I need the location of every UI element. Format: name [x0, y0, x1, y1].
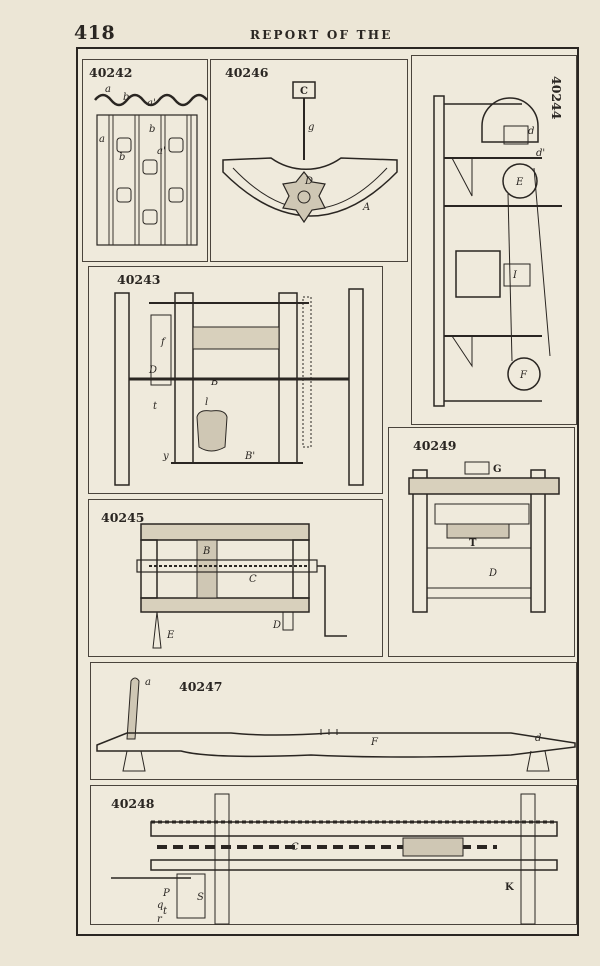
rack-carriage-drawing: C P q S t r K	[111, 793, 558, 925]
letter-f: f	[160, 337, 167, 348]
letter-E: E	[515, 177, 524, 188]
letter-D: D	[304, 176, 313, 187]
letter-C: C	[291, 842, 299, 853]
letter-a: a	[99, 134, 105, 145]
press-machine-drawing: f D B t l y B'	[114, 288, 364, 486]
figure-40247: 40247 a F d	[90, 662, 577, 780]
letter-q: q	[157, 900, 163, 911]
letter-P: P	[162, 888, 170, 899]
figure-40242: 40242 a b a' a b a' b	[82, 59, 208, 262]
letter-d: d	[535, 733, 541, 744]
letter-t: t	[163, 906, 168, 917]
letter-B: B	[210, 377, 218, 388]
screw-clamp-drawing: B C E D	[136, 523, 347, 649]
belt-machine-drawing: d d' E I F	[433, 95, 562, 407]
letter-a: a	[145, 677, 151, 688]
letter-b: b	[119, 152, 125, 163]
figure-number: 40245	[101, 510, 145, 525]
letter-K: K	[505, 882, 514, 893]
letter-d-prime: d'	[536, 148, 545, 159]
figure-40245: 40245 B C E D	[88, 499, 383, 657]
letter-B: B	[202, 546, 210, 557]
pendulum-segment-drawing: C g D A	[222, 81, 398, 224]
page-number: 418	[74, 22, 116, 44]
letter-I: I	[512, 270, 518, 281]
letter-r: r	[157, 914, 163, 925]
figure-40246: 40246 C g D A	[210, 59, 408, 262]
letter-D: D	[148, 365, 157, 376]
figure-40248: 40248 C P q S t r K	[90, 785, 577, 925]
letter-A: A	[362, 202, 370, 213]
letter-t: t	[153, 401, 158, 412]
figure-number: 40246	[225, 65, 269, 80]
figure-40244: 40244 d d' E I F	[411, 55, 577, 425]
figure-40243: 40243 f D B t l y B'	[88, 266, 383, 494]
letter-F: F	[370, 737, 379, 748]
page-header: 418 REPORT OF THE	[0, 0, 600, 46]
figure-number: 40249	[413, 438, 457, 453]
frame-assembly-drawing: G T D	[408, 461, 560, 613]
figure-number: 40248	[111, 796, 155, 811]
letter-a-prime: a'	[157, 146, 166, 157]
letter-y: y	[162, 451, 169, 462]
long-beam-drawing: a F d	[96, 677, 576, 772]
letter-S: S	[197, 892, 204, 903]
figure-number: 40243	[117, 272, 161, 287]
illustration-plate: 40242 a b a' a b a' b 40246	[76, 47, 579, 936]
figure-40249: 40249 G T D	[388, 427, 575, 657]
running-head: REPORT OF THE	[250, 28, 393, 42]
letter-B-prime: B'	[244, 451, 255, 462]
letter-C: C	[300, 86, 308, 97]
letter-a: a	[105, 84, 111, 95]
letter-D: D	[272, 620, 281, 631]
letter-G: G	[493, 464, 502, 475]
letter-b: b	[149, 124, 155, 135]
figure-number: 40242	[89, 65, 133, 80]
figure-number: 40247	[179, 679, 223, 694]
letter-T: T	[469, 538, 477, 549]
letter-D: D	[488, 568, 497, 579]
letter-g: g	[308, 122, 314, 133]
corrugated-plate-drawing: a b a' a b a' b	[94, 84, 208, 246]
letter-C: C	[249, 574, 257, 585]
letter-l: l	[205, 397, 208, 408]
letter-d: d	[528, 126, 534, 137]
letter-E: E	[166, 630, 175, 641]
letter-b: b	[123, 92, 129, 103]
letter-a-prime: a'	[147, 98, 156, 109]
letter-F: F	[519, 370, 528, 381]
